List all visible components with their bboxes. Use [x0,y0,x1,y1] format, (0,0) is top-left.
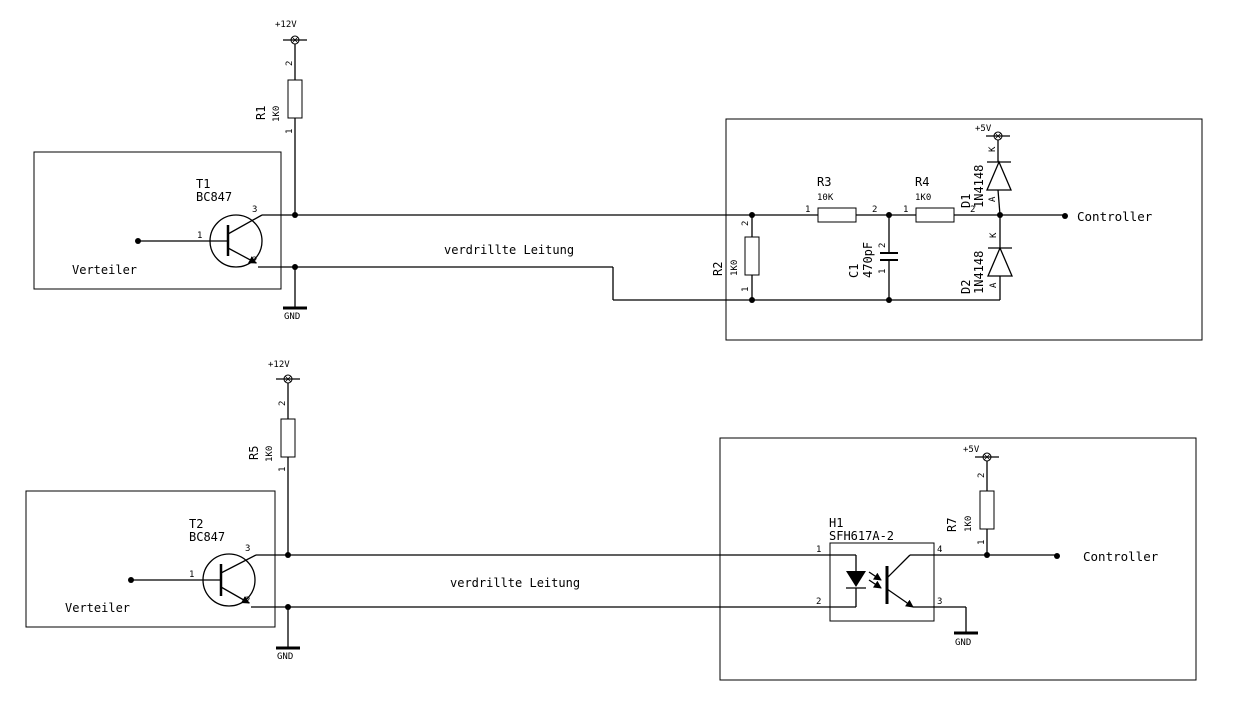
transistor-t1: T1 BC847 1 3 2 [138,177,263,268]
r2-value: 1K0 [730,260,740,276]
gnd-label-top: GND [284,312,300,322]
t1-value: BC847 [196,190,232,204]
supply-12v-bottom: +12V [268,360,300,384]
diode-d2: K A D2 1N4148 [959,215,1013,300]
r2-ref: R2 [711,262,725,276]
t1-ref: T1 [196,177,210,191]
controller-label-top: Controller [1077,209,1153,224]
r5-value: 1K0 [265,446,275,462]
t2-value: BC847 [189,530,225,544]
r7-pin2: 2 [977,473,987,478]
r3-pin1: 1 [805,205,810,215]
verteiler-label-bottom: Verteiler [65,601,130,615]
verteiler-box-bottom [25,490,276,628]
r5-ref: R5 [247,446,261,460]
cable-label-bottom: verdrillte Leitung [450,576,580,590]
d2-pin-a: A [989,282,999,288]
top-circuit: Verteiler +12V 2 1 R1 1K0 T1 BC847 1 [33,20,1203,341]
d2-value: 1N4148 [972,251,986,294]
t2-pin1: 1 [189,570,194,580]
h1-pin4: 4 [937,545,942,555]
gnd-label-bottom: GND [277,652,293,662]
r5-pin1: 1 [278,467,288,472]
gnd-symbol-right: GND [934,606,978,648]
cable-label-top: verdrillte Leitung [444,243,574,257]
r2-pin1: 1 [741,287,751,292]
d2-pin-k: K [989,232,999,238]
c1-ref: C1 [847,264,861,278]
r4-pin1: 1 [903,205,908,215]
r1-pin1: 1 [285,129,295,134]
d1-pin-a: A [988,196,998,202]
r3-pin2: 2 [872,205,877,215]
supply-12v-label-top: +12V [275,20,297,30]
t1-pin3: 3 [252,205,257,215]
h1-ref: H1 [829,516,843,530]
r1-value: 1K0 [272,106,282,122]
optocoupler-h1: H1 SFH617A-2 1 2 4 3 [816,516,942,622]
d1-ref: D1 [959,194,973,208]
supply-5v-label-bottom: +5V [963,445,980,455]
supply-5v-top: +5V [975,124,1010,141]
bottom-circuit: Verteiler +12V 2 1 R5 1K0 T2 BC847 1 [25,360,1197,681]
supply-12v-label-bottom: +12V [268,360,290,370]
verteiler-box-top [33,151,282,290]
c1-pin1: 1 [878,269,888,274]
capacitor-c1: 2 1 C1 470pF [847,215,898,300]
t2-pin3: 3 [245,544,250,554]
d2-ref: D2 [959,280,973,294]
h1-pin3: 3 [937,597,942,607]
h1-value: SFH617A-2 [829,529,894,543]
gnd-label-right: GND [955,638,971,648]
d1-value: 1N4148 [972,165,986,208]
c1-pin2: 2 [878,243,888,248]
resistor-r2: 2 1 R2 1K0 [711,215,760,300]
t2-ref: T2 [189,517,203,531]
r7-value: 1K0 [964,516,974,532]
r4-ref: R4 [915,175,929,189]
supply-12v-top: +12V [275,20,307,45]
d1-pin-k: K [988,146,998,152]
r7-ref: R7 [945,518,959,532]
diode-d1: K A D1 1N4148 [959,140,1012,216]
t1-pin2: 2 [252,256,257,266]
c1-value: 470pF [861,242,875,278]
r2-pin2: 2 [741,221,751,226]
controller-label-bottom: Controller [1083,549,1159,564]
r1-ref: R1 [254,106,268,120]
controller-box-bottom [719,437,1197,681]
r4-value: 1K0 [915,193,931,203]
resistor-r5: 2 1 R5 1K0 [247,401,296,472]
gnd-symbol-bottom: GND [276,607,300,662]
r7-pin1: 1 [977,540,987,545]
resistor-r4: R4 1K0 1 2 [903,175,975,223]
t1-pin1: 1 [197,231,202,241]
r3-value: 10K [817,193,834,203]
h1-pin1: 1 [816,545,821,555]
resistor-r3: R3 10K 1 2 [752,175,877,223]
r1-pin2: 2 [285,61,295,66]
gnd-symbol-top: GND [283,267,307,322]
supply-5v-label-top: +5V [975,124,992,134]
r4-pin2: 2 [970,205,975,215]
r5-pin2: 2 [278,401,288,406]
verteiler-label-top: Verteiler [72,263,137,277]
controller-box-top [725,118,1203,341]
r3-ref: R3 [817,175,831,189]
h1-pin2: 2 [816,597,821,607]
t2-pin2: 2 [245,596,250,606]
supply-5v-bottom: +5V [963,445,999,462]
transistor-t2: T2 BC847 1 3 2 [131,517,257,607]
